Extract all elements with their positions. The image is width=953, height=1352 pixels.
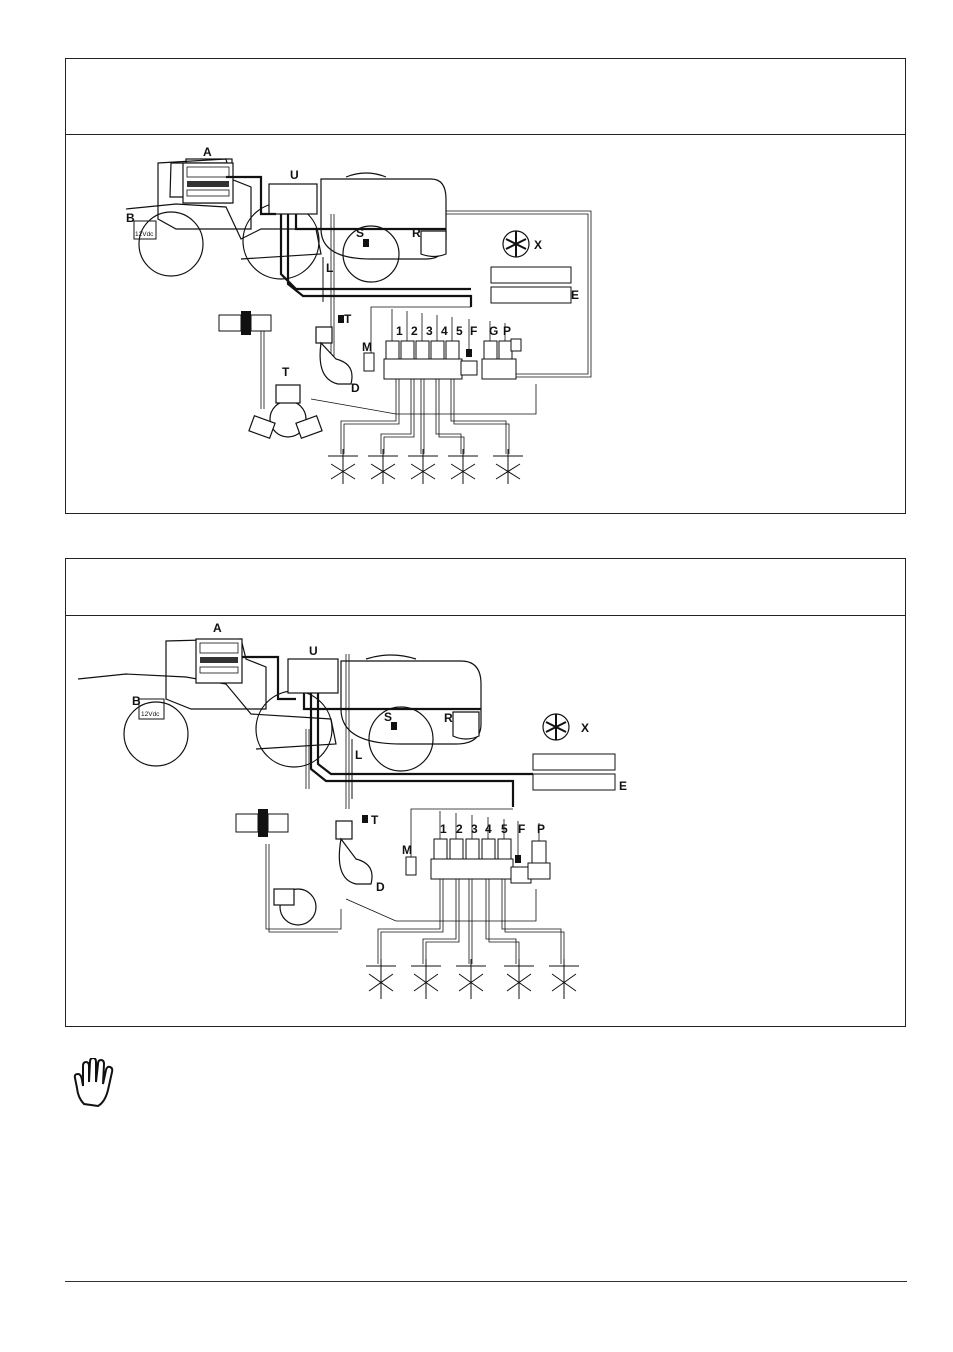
monitor-a <box>182 162 234 204</box>
regulator-r-2 <box>452 711 480 740</box>
svg-text:3: 3 <box>471 822 478 836</box>
monitor-a-2 <box>195 638 243 684</box>
label-t-3: T <box>371 813 379 827</box>
svg-text:G: G <box>489 324 498 338</box>
label-e-2: E <box>619 779 627 793</box>
switch-box-e-2 <box>532 753 616 791</box>
label-l-2: L <box>355 748 362 762</box>
svg-text:4: 4 <box>441 324 448 338</box>
footer-divider <box>65 1281 907 1282</box>
label-a: A <box>203 145 212 159</box>
hand-stop-icon <box>73 1058 114 1108</box>
tank-2 <box>340 654 482 772</box>
label-u: U <box>290 168 299 182</box>
label-m: M <box>362 340 372 354</box>
spray-nozzles-2 <box>366 959 579 999</box>
label-x-2: X <box>581 721 589 735</box>
pipes-1 <box>260 210 592 415</box>
boom-hoses-1 <box>340 379 510 454</box>
svg-text:F: F <box>470 324 477 338</box>
cables-1 <box>226 175 473 307</box>
svg-text:1: 1 <box>440 822 447 836</box>
diagram-frame-2: A 12Vdc B U S R X E L <box>65 558 906 1027</box>
svg-text:2: 2 <box>456 822 463 836</box>
control-unit-u <box>268 183 318 215</box>
valve-numbers-2: 1 2 3 4 5 F P <box>440 822 545 836</box>
label-a-2: A <box>213 621 222 635</box>
label-r: R <box>412 226 421 240</box>
svg-text:2: 2 <box>411 324 418 338</box>
fan-x-2 <box>542 713 570 741</box>
diagram-2-header <box>66 559 905 616</box>
sensor-s <box>363 239 369 247</box>
label-s: S <box>356 226 364 240</box>
label-x: X <box>534 238 542 252</box>
battery-voltage: 12Vdc <box>135 231 154 238</box>
filter-1 <box>218 311 272 335</box>
svg-text:3: 3 <box>426 324 433 338</box>
svg-text:F: F <box>518 822 525 836</box>
label-u-2: U <box>309 644 318 658</box>
svg-text:P: P <box>503 324 511 338</box>
battery-voltage-2: 12Vdc <box>141 711 160 718</box>
valve-numbers-1: 1 2 3 4 5 F G P <box>396 324 511 338</box>
label-d: D <box>351 381 360 395</box>
label-e: E <box>571 288 579 302</box>
sensor-s-2 <box>391 722 397 730</box>
control-unit-u-2 <box>287 658 339 694</box>
cables-2 <box>242 655 533 807</box>
diaphragm-pump <box>248 384 323 440</box>
centrifugal-pump <box>273 888 317 926</box>
battery-b-2: 12Vdc <box>138 698 165 720</box>
filter-2 <box>235 809 289 837</box>
label-m-2: M <box>402 843 412 857</box>
svg-text:5: 5 <box>456 324 463 338</box>
svg-text:5: 5 <box>501 822 508 836</box>
fan-x <box>502 230 530 258</box>
pipes-2 <box>265 654 537 933</box>
pump-d <box>315 326 353 385</box>
svg-text:P: P <box>537 822 545 836</box>
switch-box-e <box>490 266 572 304</box>
label-l: L <box>326 261 333 275</box>
wiring-diagram-1: A 12Vdc B U S R X E <box>125 145 592 484</box>
label-r-2: R <box>444 711 453 725</box>
regulator-r <box>420 230 447 258</box>
label-b: B <box>126 211 135 225</box>
label-t-2: T <box>282 365 290 379</box>
label-b-2: B <box>132 694 141 708</box>
diagram-1-header <box>66 59 905 135</box>
spray-nozzles-1 <box>328 449 523 484</box>
label-s-2: S <box>384 710 392 724</box>
label-d-2: D <box>376 880 385 894</box>
valve-manifold-2 <box>430 838 551 884</box>
svg-text:4: 4 <box>485 822 492 836</box>
tank-1 <box>320 172 447 283</box>
pump-d-2 <box>335 820 373 885</box>
battery-b: 12Vdc <box>133 220 157 240</box>
valve-manifold-1 <box>383 338 522 380</box>
wiring-diagram-2: A 12Vdc B U S R X E L <box>77 621 627 999</box>
boom-hoses-2 <box>377 879 565 964</box>
diagram-frame-1: A 12Vdc B U S R X E <box>65 58 906 514</box>
label-t-1: T <box>344 312 352 326</box>
svg-text:1: 1 <box>396 324 403 338</box>
